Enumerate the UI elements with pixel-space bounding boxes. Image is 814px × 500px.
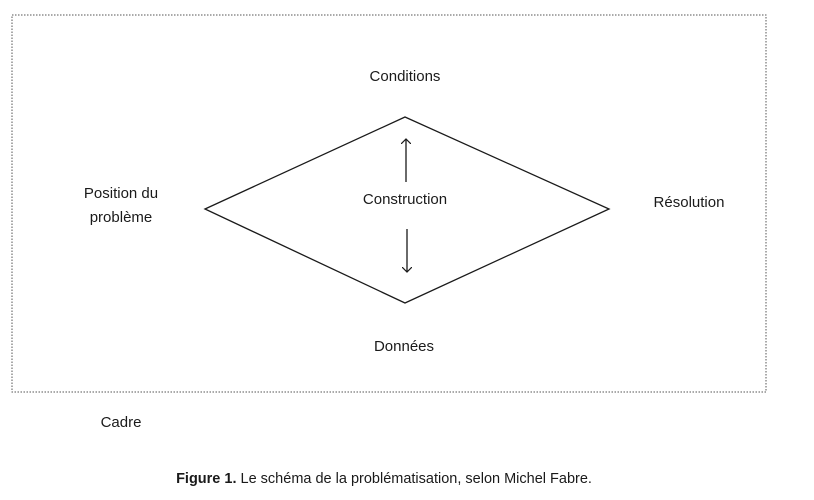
caption-figure-label: Figure 1. [176,471,237,487]
node-resolution: Résolution [653,194,725,211]
node-position-line1: Position du [83,185,159,202]
node-position-line2: problème [89,209,153,226]
frame-label-cadre: Cadre [100,414,142,431]
figure-caption: Figure 1. Le schéma de la problématisati… [0,468,768,490]
node-construction: Construction [362,191,448,208]
node-donnees: Données [373,338,435,355]
caption-text: Le schéma de la problématisation, selon … [236,471,592,487]
problematisation-diamond [203,116,611,304]
cadre-frame [11,14,767,393]
node-position-du-probleme: Position du problème [84,182,158,230]
node-conditions: Conditions [369,68,441,85]
